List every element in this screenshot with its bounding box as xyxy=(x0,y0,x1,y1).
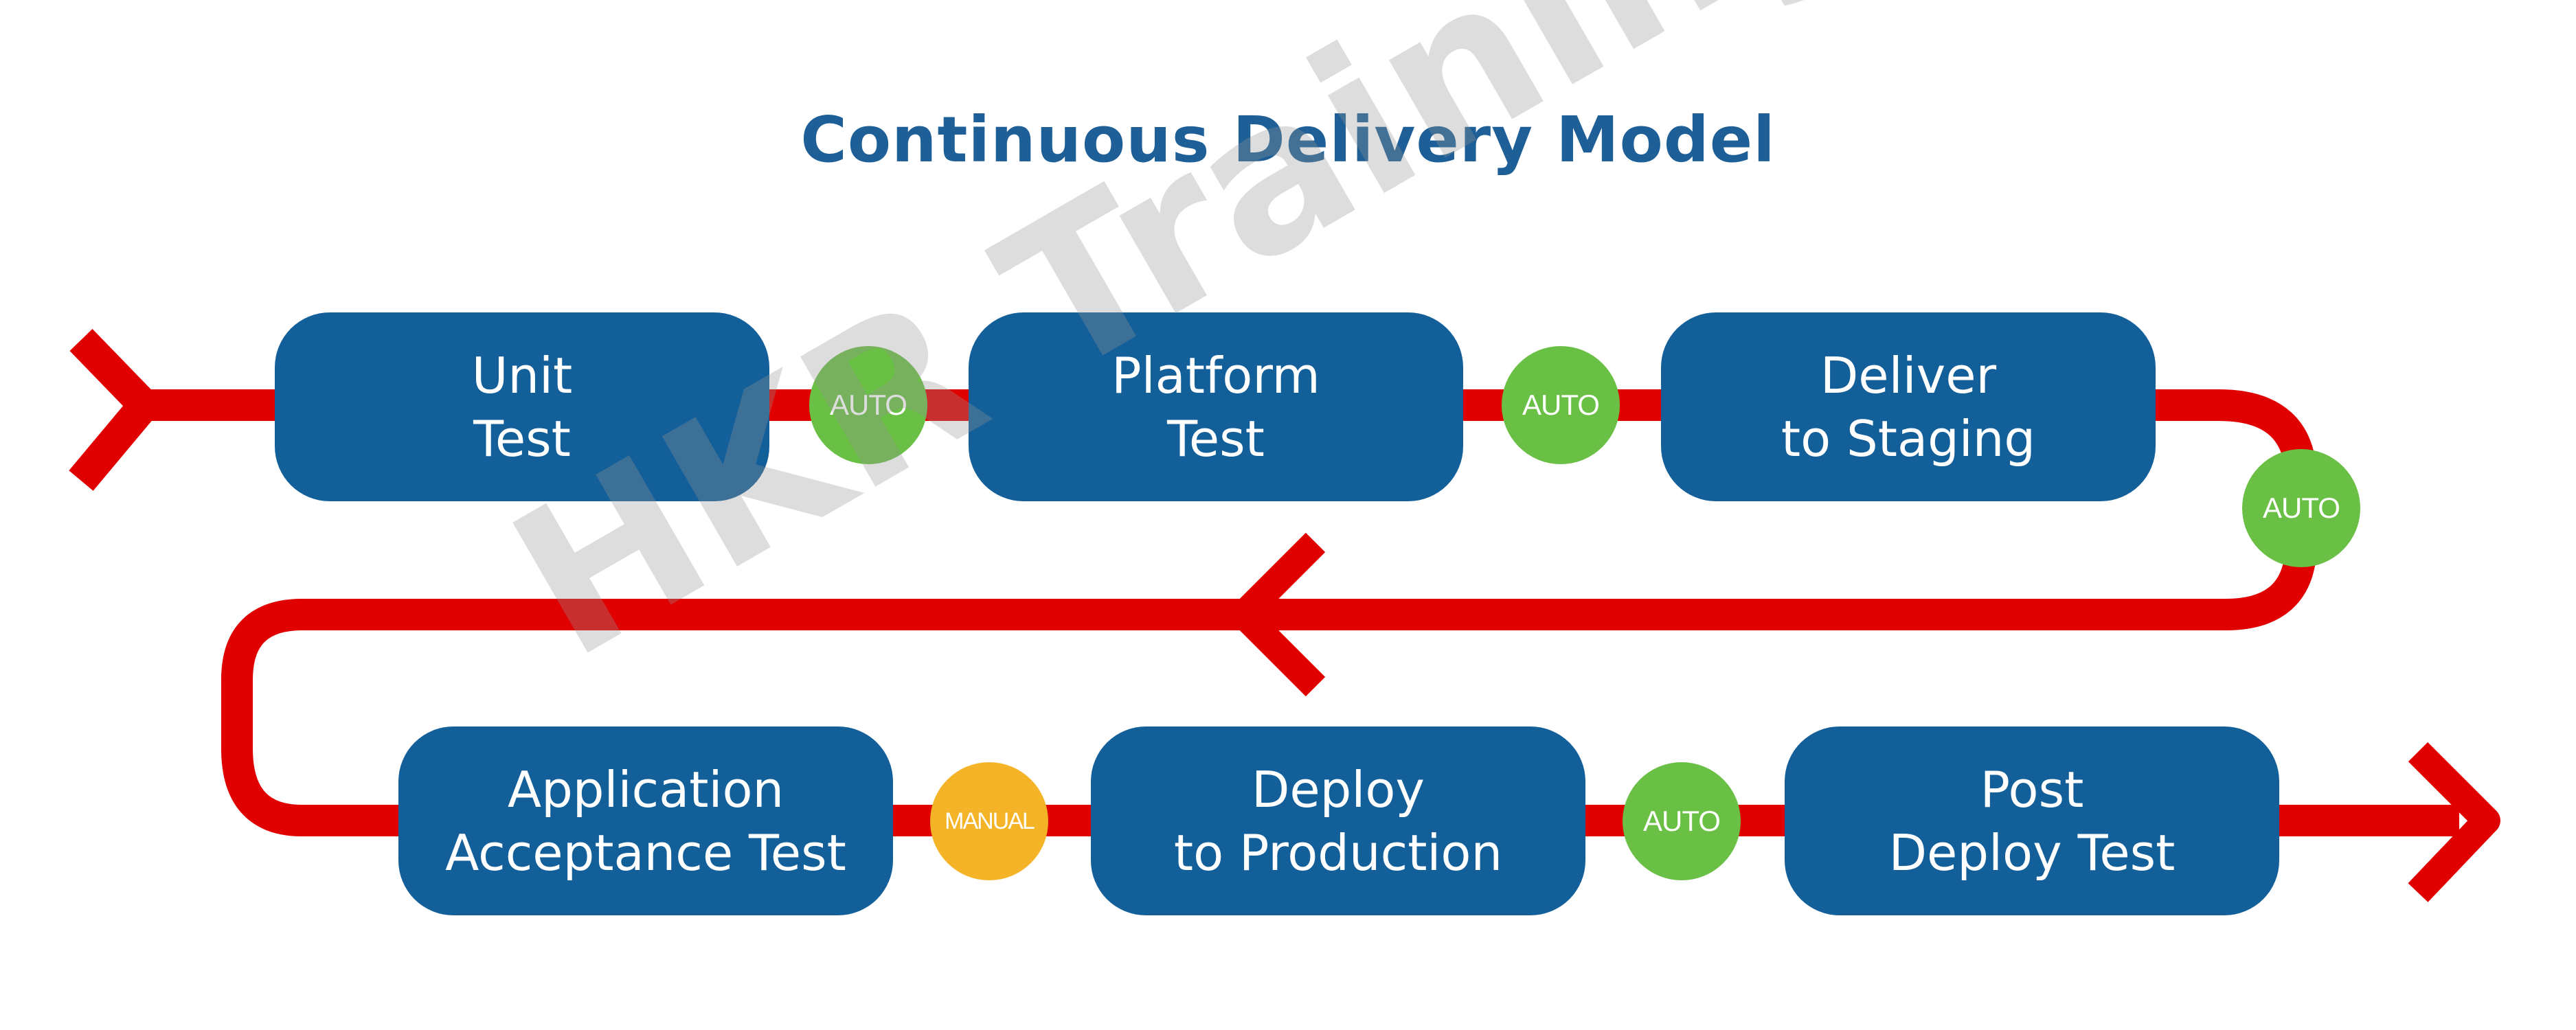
diagram-title: Continuous Delivery Model xyxy=(800,103,1776,176)
step-label-line1: Deploy xyxy=(1251,760,1425,819)
gate-auto-3: AUTO xyxy=(2242,449,2360,567)
step-label-line1: Deliver xyxy=(1820,346,1997,404)
step-label-line2: Test xyxy=(473,409,571,468)
exit-arrow-chevron xyxy=(2408,742,2500,902)
return-arrow-chevron xyxy=(1230,532,1326,697)
gate-manual: MANUAL xyxy=(930,762,1048,880)
step-label-line2: Acceptance Test xyxy=(445,823,846,882)
flow-line xyxy=(144,389,2459,836)
step-post-deploy-test: Post Deploy Test xyxy=(1785,726,2279,915)
step-label-line1: Post xyxy=(1980,760,2084,819)
gate-auto-2: AUTO xyxy=(1502,346,1620,464)
step-platform-test: Platform Test xyxy=(969,312,1463,501)
step-application-acceptance-test: Application Acceptance Test xyxy=(398,726,893,915)
step-deliver-to-staging: Deliver to Staging xyxy=(1661,312,2156,501)
step-unit-test: Unit Test xyxy=(275,312,769,501)
step-label-line1: Application xyxy=(507,760,784,819)
step-label-line1: Platform xyxy=(1111,346,1320,404)
step-label-line2: to Staging xyxy=(1781,409,2036,468)
step-label-line1: Unit xyxy=(471,346,573,404)
step-label-line2: Test xyxy=(1167,409,1265,468)
step-label-line2: to Production xyxy=(1173,823,1503,882)
entry-arrow-chevron xyxy=(69,328,160,491)
step-label-line2: Deploy Test xyxy=(1888,823,2176,882)
step-deploy-to-production: Deploy to Production xyxy=(1091,726,1585,915)
gate-auto-4: AUTO xyxy=(1623,762,1741,880)
gate-auto-1: AUTO xyxy=(809,346,927,464)
